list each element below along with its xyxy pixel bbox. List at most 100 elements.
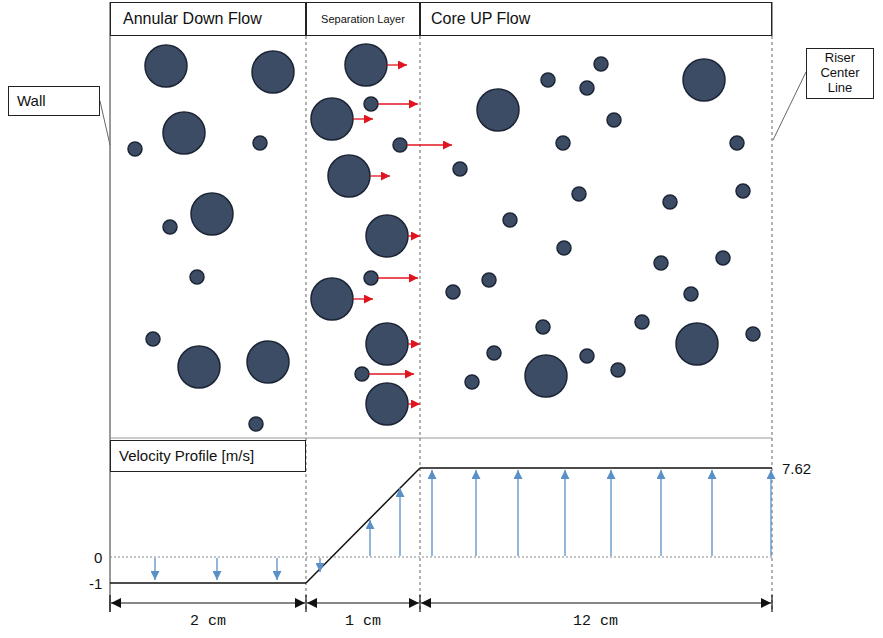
- particle: [572, 187, 586, 201]
- particle: [635, 315, 649, 329]
- axis-value: 0: [94, 550, 102, 565]
- dimension-label: 2 cm: [190, 614, 226, 629]
- zone-header: Core UP Flow: [420, 2, 772, 36]
- particle: [477, 89, 519, 131]
- lateral-arrow: [378, 277, 418, 278]
- dimension-line: [421, 602, 771, 603]
- particle: [525, 355, 567, 397]
- callout-box: Riser Center Line: [806, 48, 874, 99]
- particle: [328, 155, 370, 197]
- profile-line: [110, 582, 306, 584]
- axis-value: -1: [89, 576, 102, 591]
- zone-header: Annular Down Flow: [110, 2, 306, 36]
- wall-line: [110, 2, 111, 612]
- dimension-tick: [305, 595, 306, 612]
- dimension-label: 1 cm: [345, 614, 381, 629]
- particle: [128, 142, 142, 156]
- particle: [345, 44, 387, 86]
- particle: [178, 346, 220, 388]
- panel-title: Velocity Profile [m/s]: [110, 440, 306, 472]
- lateral-arrow: [408, 235, 420, 236]
- particle: [536, 320, 550, 334]
- velocity-arrow: [610, 470, 611, 556]
- lateral-arrow: [408, 343, 420, 344]
- profile-line: [420, 467, 772, 469]
- profile-line: [306, 468, 420, 583]
- particle: [311, 98, 353, 140]
- particle: [487, 346, 501, 360]
- particle: [654, 256, 668, 270]
- lateral-arrow: [387, 64, 407, 65]
- leader-line: [100, 101, 110, 145]
- lateral-arrow: [378, 103, 418, 104]
- particle: [364, 97, 378, 111]
- velocity-arrow: [319, 558, 320, 572]
- lateral-arrow: [369, 373, 414, 374]
- particle: [736, 184, 750, 198]
- particle: [247, 341, 289, 383]
- particle: [465, 375, 479, 389]
- callout-box: Wall: [8, 86, 100, 116]
- particle: [746, 327, 760, 341]
- particle: [364, 271, 378, 285]
- particle: [607, 113, 621, 127]
- lateral-arrow: [370, 175, 390, 176]
- lateral-arrow: [353, 298, 373, 299]
- particle: [716, 251, 730, 265]
- node-text: Core UP Flow: [431, 10, 530, 28]
- particle: [453, 162, 467, 176]
- particle: [580, 349, 594, 363]
- zone-boundary: [306, 36, 307, 612]
- lateral-arrow: [408, 403, 420, 404]
- velocity-arrow: [660, 470, 661, 556]
- particle: [663, 195, 677, 209]
- particle: [366, 383, 408, 425]
- particle: [446, 285, 460, 299]
- dimension-line: [111, 602, 305, 603]
- velocity-arrow: [517, 470, 518, 556]
- velocity-arrow: [276, 558, 277, 580]
- particle: [366, 323, 408, 365]
- dimension-tick: [109, 595, 110, 612]
- particle: [556, 136, 570, 150]
- particle: [355, 367, 369, 381]
- velocity-arrow: [399, 488, 400, 556]
- particle: [684, 287, 698, 301]
- velocity-arrow: [770, 470, 771, 556]
- particle: [366, 215, 408, 257]
- dimension-tick: [771, 595, 772, 612]
- particle: [146, 332, 160, 346]
- lateral-arrow: [407, 144, 452, 145]
- zone-boundary: [420, 36, 421, 612]
- particle: [541, 73, 555, 87]
- particle: [190, 270, 204, 284]
- node-text: Riser Center Line: [811, 51, 869, 96]
- particle: [163, 112, 205, 154]
- axis-value: 7.62: [782, 461, 811, 476]
- leader-line: [773, 72, 806, 140]
- particle: [503, 213, 517, 227]
- particle: [253, 136, 267, 150]
- dimension-tick: [419, 595, 420, 612]
- node-text: Separation Layer: [321, 13, 405, 26]
- velocity-arrow: [431, 470, 432, 556]
- particle: [145, 45, 187, 87]
- particle: [676, 323, 718, 365]
- particle: [557, 241, 571, 255]
- particle: [163, 220, 177, 234]
- velocity-arrow: [154, 558, 155, 580]
- center-line: [772, 36, 773, 612]
- particle: [393, 138, 407, 152]
- dimension-label: 12 cm: [573, 614, 618, 629]
- velocity-arrow: [711, 470, 712, 556]
- particle: [249, 417, 263, 431]
- node-text: Velocity Profile [m/s]: [119, 447, 254, 464]
- section-divider: [110, 438, 772, 439]
- dimension-line: [307, 602, 419, 603]
- zone-header: Separation Layer: [306, 2, 420, 36]
- particle: [311, 278, 353, 320]
- particle: [252, 51, 294, 93]
- velocity-arrow: [216, 558, 217, 580]
